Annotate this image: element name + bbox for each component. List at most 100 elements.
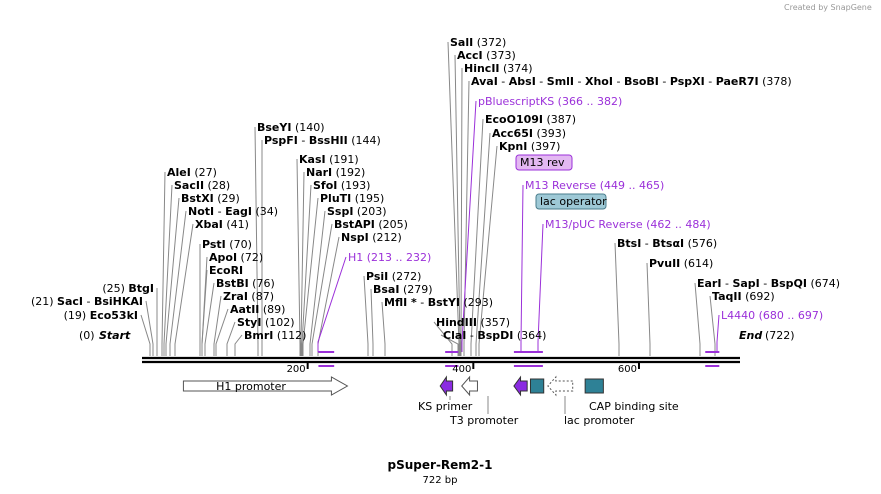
boxed-label-bg-lac-operator (535, 193, 607, 210)
site-leader-taqii (709, 295, 716, 356)
enzyme-site-bstxi[interactable]: BstXI (29) (181, 192, 240, 205)
site-leader-eari (694, 282, 701, 356)
site-leader-nari (300, 171, 305, 356)
site-leader-psii (363, 275, 369, 356)
enzyme-site-apoi[interactable]: ApoI (72) (209, 251, 263, 264)
enzyme-site-kasi[interactable]: KasI (191) (299, 153, 359, 166)
enzyme-site-acci[interactable]: AccI (373) (457, 49, 516, 62)
enzyme-site-ecoo109i[interactable]: EcoO109I (387) (485, 113, 576, 126)
enzyme-site-btsi[interactable]: BtsI - BtsαI (576) (617, 237, 717, 250)
site-leader-bstxi (165, 197, 180, 356)
site-leader-bstapi (311, 223, 333, 356)
enzyme-site-sacii[interactable]: SacII (28) (174, 179, 230, 192)
feature-lac-promoter[interactable] (547, 375, 574, 397)
site-leader-noti (169, 210, 187, 356)
feature-h1-promoter[interactable] (182, 376, 349, 396)
boxed-label-m13-rev[interactable]: M13 rev (520, 156, 565, 169)
enzyme-site-eco53ki[interactable]: (19) Eco53kI (64, 309, 138, 322)
enzyme-site-bstbi[interactable]: BstBI (76) (216, 277, 275, 290)
enzyme-site-sfoi[interactable]: SfoI (193) (313, 179, 370, 192)
enzyme-site-btgi[interactable]: (25) BtgI (102, 282, 154, 295)
enzyme-site-clai[interactable]: ClaI - BspDI (364) (443, 329, 546, 342)
plasmid-name: pSuper-Rem2-1 (388, 458, 493, 472)
enzyme-site-avai[interactable]: AvaI - AbsI - SmlI - XhoI - BsoBI - PspX… (471, 75, 792, 88)
feature-t3-promoter[interactable] (461, 375, 478, 397)
enzyme-site-kpni[interactable]: KpnI (397) (499, 140, 560, 153)
site-leader-pluti (302, 197, 319, 356)
enzyme-site-nspi[interactable]: NspI (212) (341, 231, 402, 244)
primer-leader-m13-puc-reverse (537, 223, 544, 352)
enzyme-site-bmri[interactable]: BmrI (112) (244, 329, 306, 342)
primer-label-m13-puc-reverse[interactable]: M13/pUC Reverse (462 .. 484) (545, 218, 711, 231)
site-leader-hincii (460, 67, 463, 356)
enzyme-site-bsai[interactable]: BsaI (279) (373, 283, 433, 296)
primer-label-h1[interactable]: H1 (213 .. 232) (348, 251, 431, 264)
feature-label-t3-promoter[interactable]: T3 promoter (449, 414, 519, 427)
feature-label-cap-binding-site[interactable]: CAP binding site (589, 400, 679, 413)
enzyme-site-noti[interactable]: NotI - EagI (34) (188, 205, 278, 218)
enzyme-site-mfli[interactable]: MflI * - BstYI (293) (384, 296, 493, 309)
site-leader-acci (454, 54, 461, 356)
feature-cap-binding-site[interactable] (584, 378, 604, 394)
snapgene-logo: Created by SnapGene (784, 3, 872, 12)
enzyme-site-acc65i[interactable]: Acc65I (393) (492, 127, 566, 140)
enzyme-site-sali[interactable]: SalI (372) (450, 36, 506, 49)
credit-text: Created by SnapGene (784, 3, 872, 12)
feature-label-h1-promoter[interactable]: H1 promoter (216, 380, 286, 393)
site-leader-ecoo109i (470, 118, 484, 356)
enzyme-site-xbai[interactable]: XbaI (41) (195, 218, 249, 231)
enzyme-site-ecori[interactable]: EcoRI (209, 264, 243, 277)
dna-backbone (142, 356, 740, 364)
site-leader-kasi (296, 158, 301, 356)
site-leader-kpni (478, 145, 498, 356)
site-leader-aatii (215, 308, 229, 356)
site-leader-pvuii (646, 262, 651, 356)
enzyme-site-pvuii[interactable]: PvuII (614) (649, 257, 713, 270)
enzyme-site-taqii[interactable]: TaqII (692) (712, 290, 775, 303)
enzyme-site-zrai[interactable]: ZraI (87) (223, 290, 274, 303)
start-label: Start (99, 329, 131, 342)
primer-leader-h1 (317, 256, 347, 352)
enzyme-site-saci[interactable]: (21) SacI - BsiHKAI (31, 295, 143, 308)
tick-label-400: 400 (452, 364, 471, 375)
feature-ks-primer[interactable] (439, 375, 454, 397)
enzyme-site-bstapi[interactable]: BstAPI (205) (334, 218, 408, 231)
feature-label-lac-promoter[interactable]: lac promoter (564, 414, 635, 427)
feature-3[interactable] (513, 375, 528, 397)
tick-label-600: 600 (618, 364, 637, 375)
enzyme-site-eari[interactable]: EarI - SapI - BspQI (674) (697, 277, 840, 290)
enzyme-site-styi[interactable]: StyI (102) (237, 316, 295, 329)
feature-4[interactable] (529, 378, 545, 394)
primer-label-l4440[interactable]: L4440 (680 .. 697) (721, 309, 823, 322)
site-leader-mfli (381, 301, 386, 356)
site-leader-alei (161, 171, 166, 356)
enzyme-site-pluti[interactable]: PluTI (195) (320, 192, 384, 205)
boxed-label-lac-operator[interactable]: lac operator (540, 195, 607, 208)
plasmid-size: 722 bp (423, 475, 458, 486)
enzyme-site-nari[interactable]: NarI (192) (306, 166, 365, 179)
primer-label-pbluescriptks[interactable]: pBluescriptKS (366 .. 382) (478, 95, 622, 108)
site-leader-sspi (309, 210, 326, 356)
site-leader-styi (226, 321, 236, 356)
primer-label-m13-reverse[interactable]: M13 Reverse (449 .. 465) (525, 179, 664, 192)
primer-leader-m13-reverse (520, 184, 524, 352)
feature-label-ks-primer[interactable]: KS primer (418, 400, 473, 413)
enzyme-site-pspfi[interactable]: PspFI - BssHII (144) (264, 134, 381, 147)
site-leader-avai (463, 80, 470, 356)
enzyme-site-sspi[interactable]: SspI (203) (327, 205, 387, 218)
enzyme-site-bseyi[interactable]: BseYI (140) (257, 121, 325, 134)
site-leader-ecori (201, 269, 208, 356)
enzyme-site-hincii[interactable]: HincII (374) (464, 62, 533, 75)
site-leader-eco53ki (140, 314, 151, 356)
enzyme-site-alei[interactable]: AleI (27) (167, 166, 217, 179)
enzyme-site-psti[interactable]: PstI (70) (202, 238, 252, 251)
enzyme-site-hindiii[interactable]: HindIII (357) (436, 316, 510, 329)
site-leader-bstbi (204, 282, 215, 356)
site-leader-xbai (174, 223, 194, 356)
site-leader-nspi (317, 236, 340, 356)
site-leader-btsi (614, 242, 620, 356)
enzyme-site-psii[interactable]: PsiI (272) (366, 270, 421, 283)
enzyme-site-aatii[interactable]: AatII (89) (230, 303, 285, 316)
site-leader-zrai (213, 295, 222, 356)
